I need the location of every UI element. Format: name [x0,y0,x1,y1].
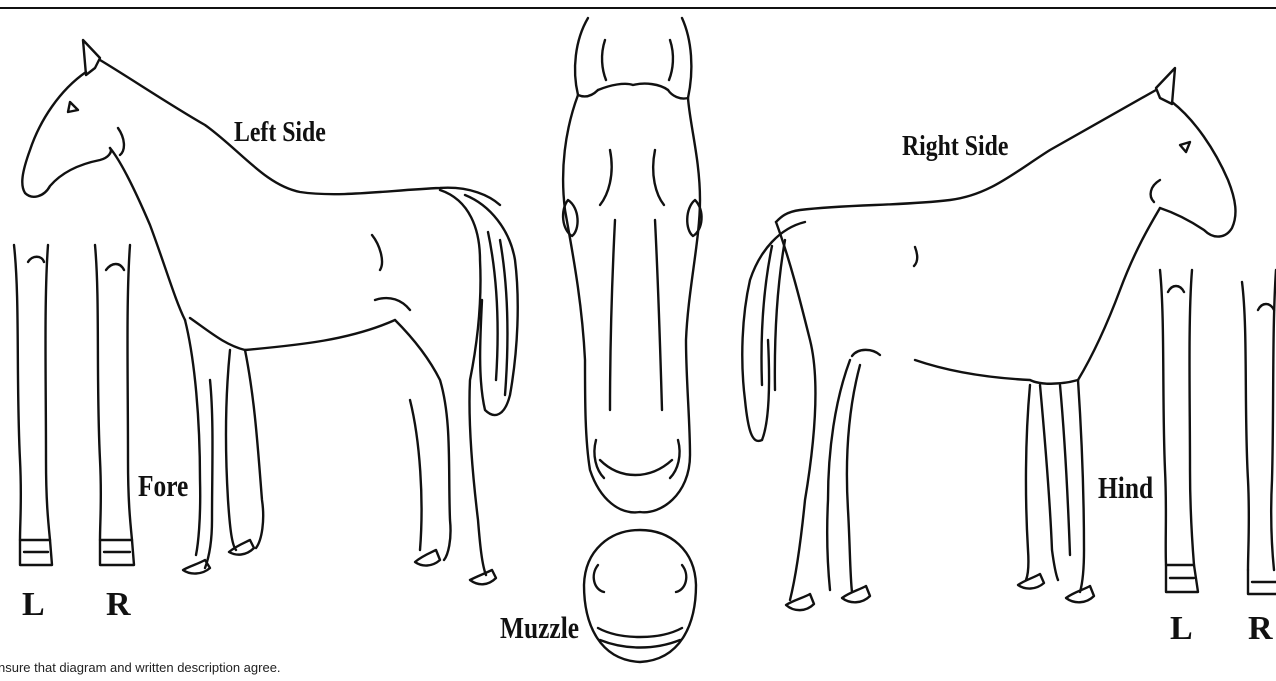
hind-left-label: L [1170,612,1193,646]
left-side-label: Left Side [234,118,326,147]
muzzle-label: Muzzle [500,612,579,643]
hind-right-label: R [1248,612,1273,646]
fore-label: Fore [138,470,188,501]
fore-right-label: R [106,588,131,622]
hind-label: Hind [1098,472,1153,503]
muzzle-outline [584,530,696,662]
front-head-outline [563,18,702,512]
hind-legs-outline [1160,270,1276,594]
fore-legs-outline [14,245,134,565]
footer-note: nsure that diagram and written descripti… [0,660,281,675]
fore-left-label: L [22,588,45,622]
right-side-label: Right Side [902,132,1008,161]
